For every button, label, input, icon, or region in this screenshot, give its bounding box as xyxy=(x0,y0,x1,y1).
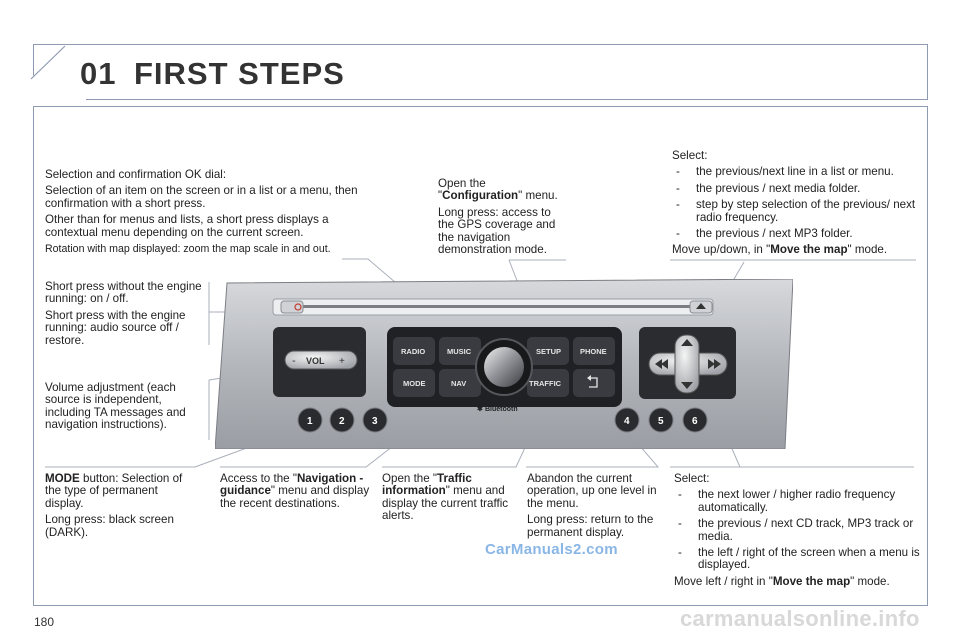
radio-unit: - VOL + RADIO MUSIC SETUP PHONE MODE NAV xyxy=(215,279,793,449)
radio-button[interactable]: RADIO xyxy=(393,337,435,365)
dial-line-3: Other than for menus and lists, a short … xyxy=(45,213,329,239)
vol-plus-label: + xyxy=(339,356,345,367)
preset-button-6[interactable]: 6 xyxy=(682,407,708,433)
preset-button-2[interactable]: 2 xyxy=(329,407,355,433)
setup-line-1: Open the "Configuration" menu. xyxy=(438,177,558,203)
setup-description: Open the "Configuration" menu. Long pres… xyxy=(438,177,568,260)
vol-label: VOL xyxy=(306,356,325,366)
preset-label: 4 xyxy=(624,416,630,427)
seek-forward-icon[interactable] xyxy=(714,359,721,369)
left-right-intro: Select: xyxy=(674,472,710,485)
back-description: Abandon the current operation, up one le… xyxy=(527,472,661,543)
nav-label: NAV xyxy=(451,379,466,388)
preset-button-4[interactable]: 4 xyxy=(614,407,640,433)
dial-line-1: Selection and confirmation OK dial: xyxy=(45,168,227,181)
traffic-description: Open the "Traffic information" menu and … xyxy=(382,472,517,527)
traffic-label: TRAFFIC xyxy=(529,379,562,388)
phone-label: PHONE xyxy=(580,347,607,356)
power-description: Short press without the engine running: … xyxy=(45,280,210,351)
up-arrow-icon[interactable] xyxy=(681,339,693,346)
nav-description: Access to the "Navigation - guidance" me… xyxy=(220,472,370,514)
preset-label: 5 xyxy=(658,416,664,427)
preset-label: 6 xyxy=(692,416,698,427)
left-right-description: Select: the next lower / higher radio fr… xyxy=(674,472,920,592)
left-right-footer: Move left / right in "Move the map" mode… xyxy=(674,574,890,588)
back-line-2: Long press: return to the permanent disp… xyxy=(527,513,654,539)
left-right-list-item: the next lower / higher radio frequency … xyxy=(674,489,920,514)
footer-watermark: carmanualsonline.info xyxy=(680,606,920,631)
page-title: FIRST STEPS xyxy=(134,56,345,91)
chapter-number: 01 xyxy=(80,56,117,91)
power-line-1: Short press without the engine running: … xyxy=(45,280,202,306)
music-button[interactable]: MUSIC xyxy=(439,337,481,365)
up-down-list-item: the previous / next MP3 folder. xyxy=(672,227,922,241)
dial-description: Selection and confirmation OK dial: Sele… xyxy=(45,168,375,259)
ok-dial[interactable] xyxy=(475,338,533,396)
setup-line-2: Long press: access to the GPS coverage a… xyxy=(438,205,556,257)
volume-line-1: Volume adjustment (each source is indepe… xyxy=(45,381,186,432)
page-number: 180 xyxy=(34,615,55,629)
preset-button-3[interactable]: 3 xyxy=(362,407,388,433)
music-label: MUSIC xyxy=(447,347,472,356)
preset-label: 3 xyxy=(372,416,378,427)
up-down-list-item: step by step selection of the previous/ … xyxy=(672,199,922,224)
power-button[interactable] xyxy=(280,300,304,314)
mode-description: MODE button: Selection of the type of pe… xyxy=(45,472,195,543)
up-down-description: Select: the previous/next line in a list… xyxy=(672,149,922,261)
volume-control[interactable]: - VOL + xyxy=(284,350,358,370)
vol-minus-label: - xyxy=(292,355,296,367)
seek-back-icon[interactable] xyxy=(655,359,662,369)
preset-label: 1 xyxy=(307,416,313,427)
up-down-list-item: the previous / next media folder. xyxy=(672,182,922,196)
bluetooth-logo: ✱ Bluetooth xyxy=(477,405,518,413)
header-corner xyxy=(30,45,86,101)
power-line-2: Short press with the engine running: aud… xyxy=(45,308,186,347)
bluetooth-label: Bluetooth xyxy=(485,406,518,413)
volume-description: Volume adjustment (each source is indepe… xyxy=(45,381,205,436)
preset-button-5[interactable]: 5 xyxy=(648,407,674,433)
dial-line-2: Selection of an item on the screen or in… xyxy=(45,184,358,210)
setup-button[interactable]: SETUP xyxy=(527,337,569,365)
left-right-list: the next lower / higher radio frequency … xyxy=(674,489,920,571)
nav-line-1: Access to the "Navigation - guidance" me… xyxy=(220,472,370,510)
preset-label: 2 xyxy=(339,416,345,427)
traffic-line-1: Open the "Traffic information" menu and … xyxy=(382,472,509,523)
radio-label: RADIO xyxy=(401,347,425,356)
back-button[interactable] xyxy=(573,369,615,397)
phone-button[interactable]: PHONE xyxy=(573,337,615,365)
direction-pad[interactable] xyxy=(648,334,728,394)
down-arrow-icon[interactable] xyxy=(681,382,693,389)
up-down-footer: Move up/down, in "Move the map" mode. xyxy=(672,243,888,257)
mode-line-1: MODE button: Selection of the type of pe… xyxy=(45,472,183,510)
preset-button-1[interactable]: 1 xyxy=(297,407,323,433)
up-down-list-item: the previous/next line in a list or menu… xyxy=(672,165,922,179)
svg-text:✱: ✱ xyxy=(477,405,483,413)
mode-label: MODE xyxy=(403,379,426,388)
eject-button[interactable] xyxy=(689,300,713,314)
mode-button[interactable]: MODE xyxy=(393,369,435,397)
nav-button[interactable]: NAV xyxy=(439,369,481,397)
left-right-list-item: the previous / next CD track, MP3 track … xyxy=(674,518,920,543)
up-down-intro: Select: xyxy=(672,149,708,162)
header-band xyxy=(33,44,928,100)
left-right-list-item: the left / right of the screen when a me… xyxy=(674,546,920,572)
watermark: CarManuals2.com xyxy=(485,541,618,558)
content-frame xyxy=(33,106,928,606)
setup-label: SETUP xyxy=(536,347,561,356)
traffic-button[interactable]: TRAFFIC xyxy=(527,369,569,397)
up-down-list: the previous/next line in a list or menu… xyxy=(672,165,922,241)
mode-line-2: Long press: black screen (DARK). xyxy=(45,513,174,539)
back-line-1: Abandon the current operation, up one le… xyxy=(527,472,657,510)
dial-line-4: Rotation with map displayed: zoom the ma… xyxy=(45,243,331,256)
